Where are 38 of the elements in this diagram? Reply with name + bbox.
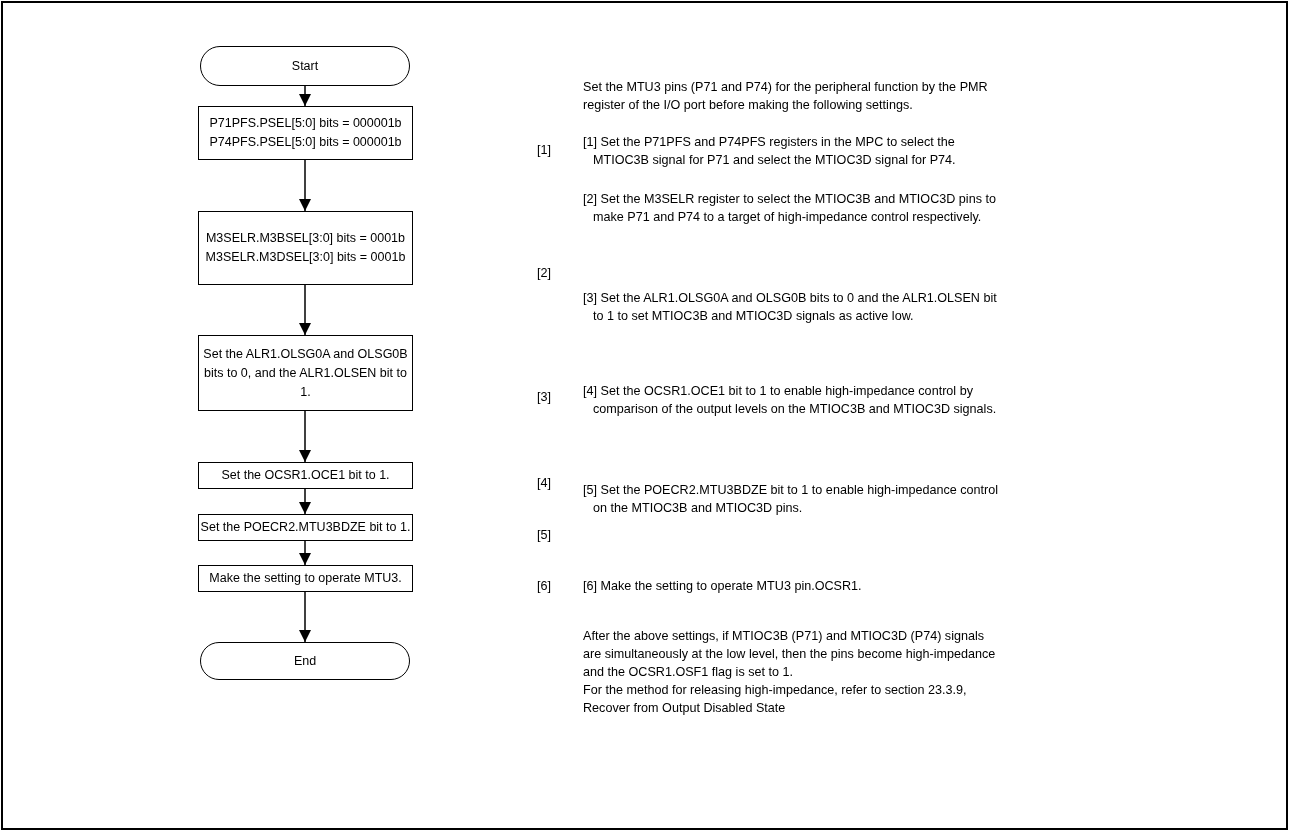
note-text: Set the MTU3 pins (P71 and P74) for the peripheral function by the PMR register of the I/O port before making the following settings.	[583, 79, 989, 114]
note-text: [5] Set the POECR2.MTU3BDZE bit to 1 to enable high-impedance control on the MTIOC3B and MTIOC3D pins.	[583, 482, 1000, 517]
step-text: Set the ALR1.OLSG0A and OLSG0B bits to 0, and the ALR1.OLSEN bit to 1.	[203, 345, 408, 401]
terminal-shape	[200, 46, 410, 86]
process-box	[198, 565, 413, 592]
step-text: Set the POECR2.MTU3BDZE bit to 1.	[200, 519, 411, 536]
step-number: [5]	[537, 527, 552, 544]
note-text: For the method for releasing high-impedance, refer to section 23.3.9, Recover from Output Disabled State	[583, 682, 968, 717]
process-box	[198, 106, 413, 160]
step-number: [6]	[537, 578, 552, 595]
note-text: [2] Set the M3SELR register to select the MTIOC3B and MTIOC3D pins to make P71 and P74 to a target of high-impedance control respectively.	[583, 191, 997, 226]
arrow	[299, 284, 311, 336]
process-box	[198, 335, 413, 411]
arrow	[299, 591, 311, 643]
step-text: Start	[291, 57, 319, 75]
step-text: P71PFS.PSEL[5:0] bits = 000001b P74PFS.PSEL[5:0] bits = 000001b	[208, 115, 403, 151]
step-text: Set the OCSR1.OCE1 bit to 1.	[221, 467, 390, 484]
process-box	[198, 211, 413, 285]
note-text: [1] Set the P71PFS and P74PFS registers in the MPC to select the MTIOC3B signal for P71 and select the MTIOC3D signal for P74.	[583, 134, 957, 169]
note-text: [3] Set the ALR1.OLSG0A and OLSG0B bits to 0 and the ALR1.OLSEN bit to 1 to set MTIOC3B and MTIOC3D signals as active low.	[583, 290, 998, 325]
step-number: [2]	[537, 265, 552, 282]
step-number: [4]	[537, 475, 552, 492]
arrow	[299, 540, 311, 566]
terminal-shape	[200, 642, 410, 680]
note-text: [6] Make the setting to operate MTU3 pin.OCSR1.	[583, 578, 863, 595]
arrow	[299, 85, 311, 107]
step-number: [3]	[537, 389, 552, 406]
arrow	[299, 488, 311, 515]
step-number: [1]	[537, 142, 552, 159]
note-text: After the above settings, if MTIOC3B (P71) and MTIOC3D (P74) signals are simultaneously at the low level, then the pins become high-impedance and the OCSR1.OSF1 flag is set to 1.	[583, 628, 997, 681]
arrow	[299, 410, 311, 463]
process-box	[198, 462, 413, 489]
step-text: End	[293, 652, 317, 670]
arrow	[299, 159, 311, 212]
note-text: [4] Set the OCSR1.OCE1 bit to 1 to enable high-impedance control by comparison of the output levels on the MTIOC3B and MTIOC3D signals.	[583, 383, 998, 418]
process-box	[198, 514, 413, 541]
step-text: M3SELR.M3BSEL[3:0] bits = 0001b M3SELR.M3DSEL[3:0] bits = 0001b	[204, 230, 407, 266]
step-text: Make the setting to operate MTU3.	[209, 570, 402, 587]
